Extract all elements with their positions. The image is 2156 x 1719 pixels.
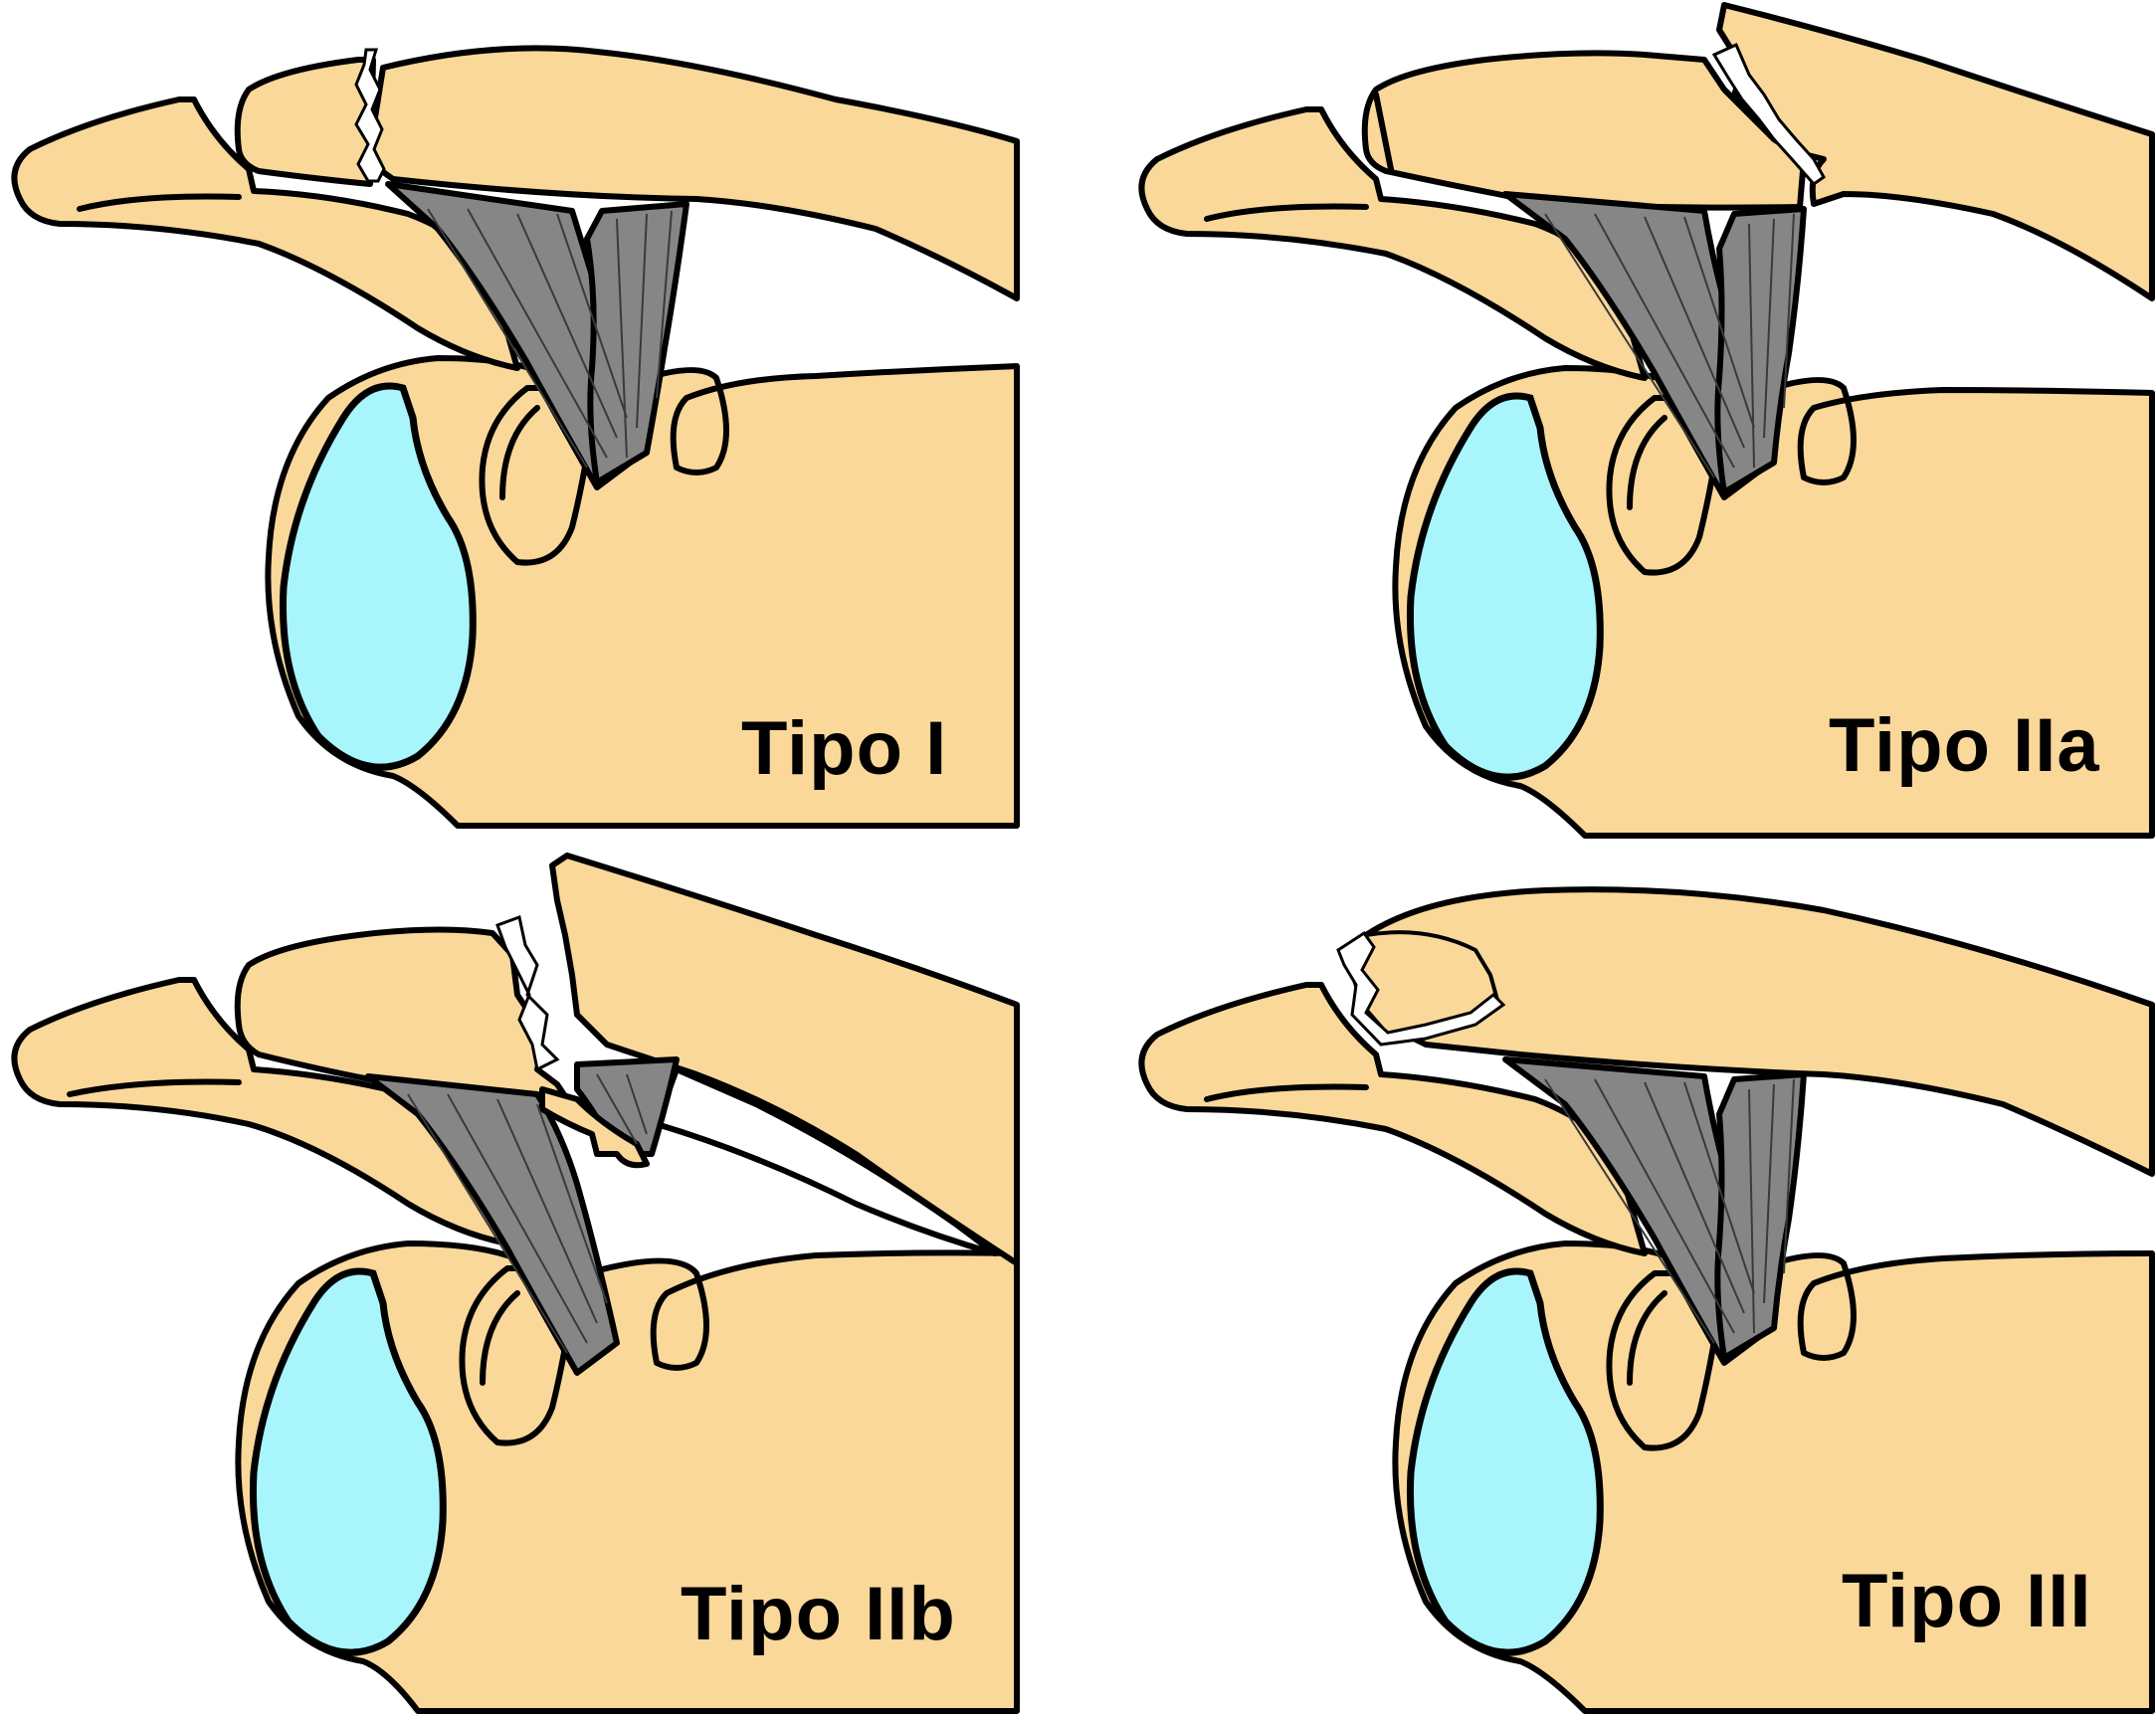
coracoclavicular-ligament-trapezoid bbox=[365, 1073, 620, 1376]
panel-tipo-iii: Tipo III bbox=[1127, 856, 2156, 1714]
fracture-line bbox=[1336, 930, 1506, 1047]
fracture-line bbox=[495, 915, 560, 1072]
bursa bbox=[1406, 392, 1604, 781]
fracture-line bbox=[354, 48, 386, 183]
bursa bbox=[249, 1267, 447, 1656]
diagram-tipo-iia bbox=[1138, 2, 2155, 839]
bursa bbox=[1406, 1267, 1604, 1656]
panel-label-tipo-iii: Tipo III bbox=[1842, 1559, 2092, 1643]
panel-tipo-iib: Tipo IIb bbox=[0, 853, 1029, 1714]
diagram-tipo-i bbox=[11, 45, 1020, 829]
panel-label-tipo-iib: Tipo IIb bbox=[681, 1572, 956, 1656]
diagram-tipo-iib bbox=[11, 853, 1020, 1714]
fracture-line bbox=[1711, 43, 1826, 186]
bursa bbox=[279, 382, 477, 771]
panel-label-tipo-iia: Tipo IIa bbox=[1829, 703, 2100, 788]
acromion bbox=[234, 57, 376, 187]
coracoid-avulsion-fragment bbox=[539, 1086, 650, 1169]
fracture-gap bbox=[654, 1066, 998, 1256]
clavicle bbox=[1353, 886, 2155, 1177]
panel-tipo-iia: Tipo IIa bbox=[1127, 0, 2156, 846]
diagram-tipo-iii bbox=[1138, 886, 2155, 1714]
clavicle-medial-fragment bbox=[1716, 2, 2155, 301]
clavicle bbox=[365, 45, 1020, 301]
panel-tipo-i: Tipo I bbox=[0, 0, 1029, 846]
clavicle-medial-fragment bbox=[549, 853, 1020, 1266]
panel-label-tipo-i: Tipo I bbox=[741, 706, 948, 791]
